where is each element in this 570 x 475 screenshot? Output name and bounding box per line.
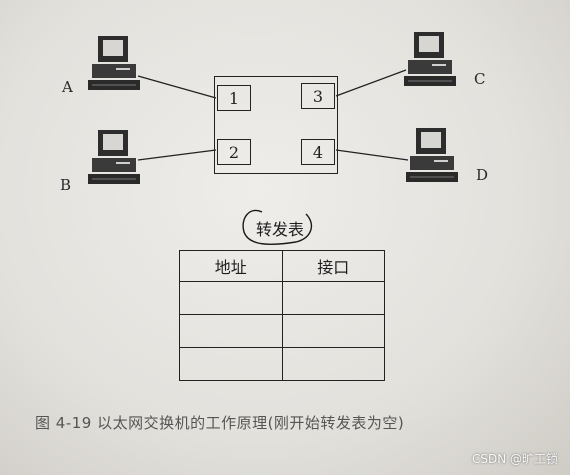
link-c-port3 [335, 69, 407, 97]
figure-caption: 图 4-19 以太网交换机的工作原理(刚开始转发表为空) [35, 414, 405, 432]
forwarding-table: 地址 接口 [179, 250, 385, 381]
link-b-port2 [137, 149, 217, 161]
link-d-port4 [335, 149, 409, 161]
forwarding-table-title: 转发表 [255, 220, 304, 239]
computer-a-icon [88, 36, 140, 90]
column-header-interface: 接口 [281, 250, 385, 282]
table-cell [281, 347, 385, 381]
switch-port-1: 1 [217, 85, 251, 111]
table-cell [179, 281, 283, 315]
host-label-d: D [476, 166, 489, 184]
table-cell [281, 281, 385, 315]
title-circle [242, 209, 313, 245]
switch-port-3: 3 [301, 83, 335, 109]
computer-b-icon [88, 130, 140, 184]
host-label-b: B [60, 176, 72, 194]
table-row [179, 281, 385, 315]
column-header-address: 地址 [179, 250, 283, 282]
watermark: CSDN @旷工锁 [471, 452, 558, 466]
switch-port-2: 2 [217, 139, 251, 165]
host-label-c: C [474, 70, 486, 88]
table-row [179, 347, 385, 381]
table-row [179, 314, 385, 348]
switch-port-4: 4 [301, 139, 335, 165]
computer-c-icon [404, 32, 456, 86]
host-label-a: A [62, 78, 73, 96]
computer-d-icon [406, 128, 458, 182]
table-cell [281, 314, 385, 348]
ethernet-switch: 1 2 3 4 [214, 76, 338, 174]
table-header-row: 地址 接口 [179, 250, 385, 282]
link-a-port1 [137, 75, 217, 99]
table-cell [179, 347, 283, 381]
table-cell [179, 314, 283, 348]
